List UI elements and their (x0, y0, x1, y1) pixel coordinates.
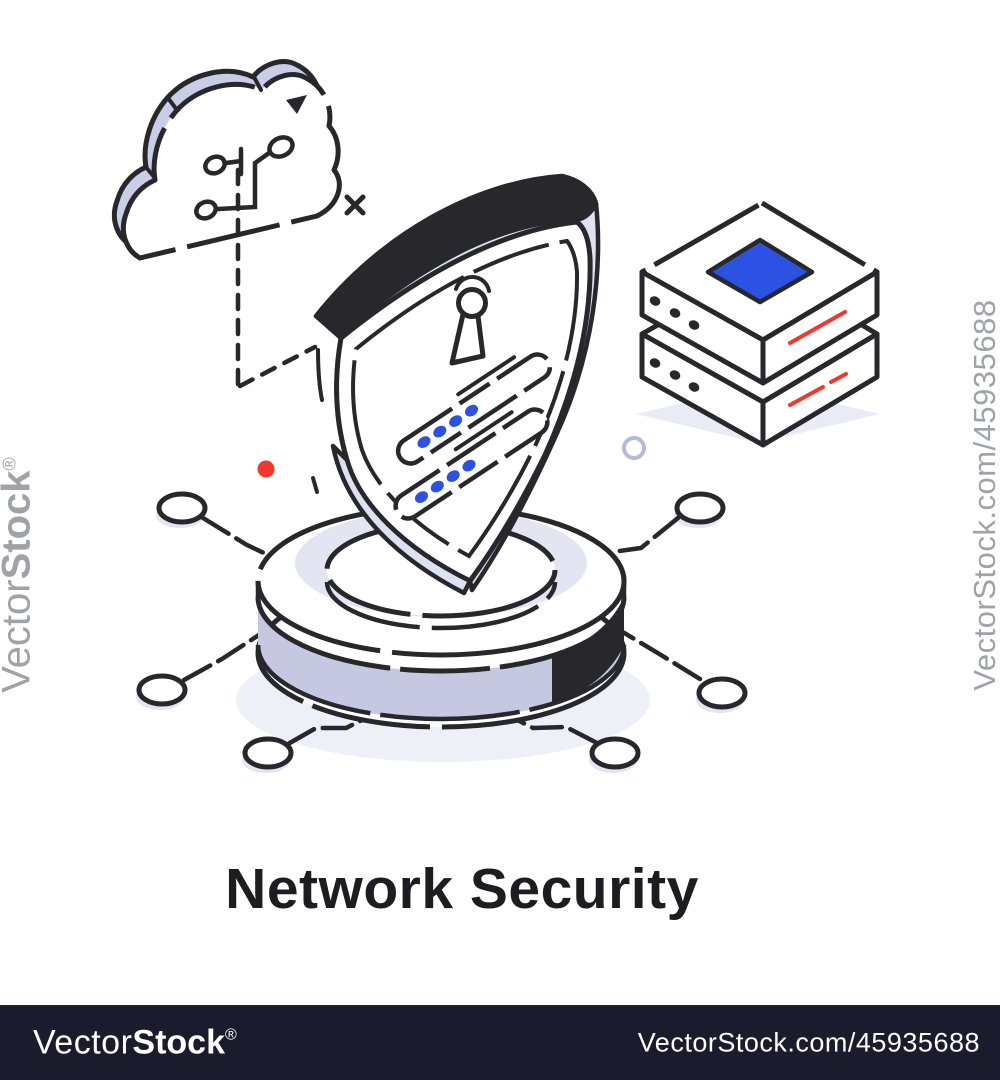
ring-dot (622, 436, 646, 460)
logo-vector: Vector (33, 1023, 133, 1061)
network-node (136, 673, 188, 707)
registered-mark: ® (224, 1026, 237, 1043)
watermark-left-vector: Vector (0, 579, 39, 693)
network-node (242, 736, 294, 770)
server-led-dots (649, 296, 700, 392)
server-stack-icon (639, 200, 880, 448)
cloud-connector-dashed (235, 167, 318, 389)
image-title: Network Security (225, 857, 699, 921)
shield-keyhole-icon (311, 173, 601, 596)
watermark-right: VectorStock.com/45935688 (967, 299, 1000, 691)
server-red-lines (788, 310, 848, 407)
password-dots (417, 404, 479, 448)
x-mark (344, 194, 366, 216)
footer-image-url: VectorStock.com/45935688 (637, 1027, 980, 1057)
server-blue-panel (705, 237, 815, 305)
network-nodes (136, 491, 748, 770)
network-node (156, 491, 208, 525)
watermark-left-stock: Stock (0, 470, 39, 580)
vectorstock-logo: VectorStock® (33, 1023, 237, 1062)
registered-mark: ® (0, 457, 20, 471)
footer-bar: VectorStock® VectorStock.com/45935688 (0, 1005, 1000, 1080)
watermark-left: VectorStock® (0, 457, 40, 693)
keyhole-icon (449, 274, 491, 366)
password-field-2 (393, 407, 550, 521)
logo-stock: Stock (132, 1023, 225, 1061)
cloud-circuit (194, 135, 295, 221)
network-node (696, 676, 748, 710)
network-node (589, 736, 641, 770)
password-field-1 (395, 352, 553, 466)
network-node (674, 491, 726, 525)
cloud-icon (111, 59, 342, 261)
red-dot (257, 460, 275, 478)
password-dots (414, 459, 476, 503)
